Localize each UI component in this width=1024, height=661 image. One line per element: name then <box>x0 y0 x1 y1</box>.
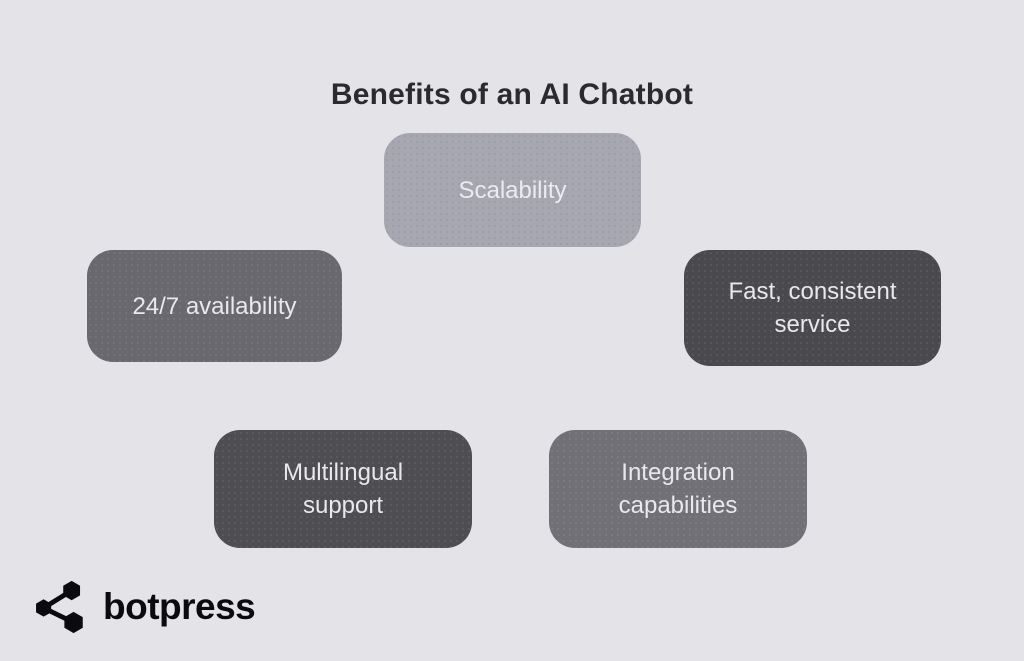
benefit-box-scalability: Scalability <box>384 133 641 247</box>
benefit-label: 24/7 availability <box>132 292 297 320</box>
botpress-wordmark: botpress <box>103 586 256 627</box>
botpress-hexagon-network-icon <box>36 580 83 634</box>
botpress-logo: botpress <box>32 578 256 636</box>
page-title: Benefits of an AI Chatbot <box>330 78 694 112</box>
benefit-box-multilingual-support: Multilingual support <box>214 430 472 548</box>
benefit-label: Scalability <box>458 176 567 204</box>
benefit-box-integration-capabilities: Integration capabilities <box>549 430 807 548</box>
benefit-label: Multilingual support <box>282 459 404 519</box>
benefit-box-availability: 24/7 availability <box>87 250 342 362</box>
benefit-label: Fast, consistent service <box>728 278 897 338</box>
benefit-label: Integration capabilities <box>618 459 738 519</box>
benefit-box-fast-consistent-service: Fast, consistent service <box>684 250 941 366</box>
